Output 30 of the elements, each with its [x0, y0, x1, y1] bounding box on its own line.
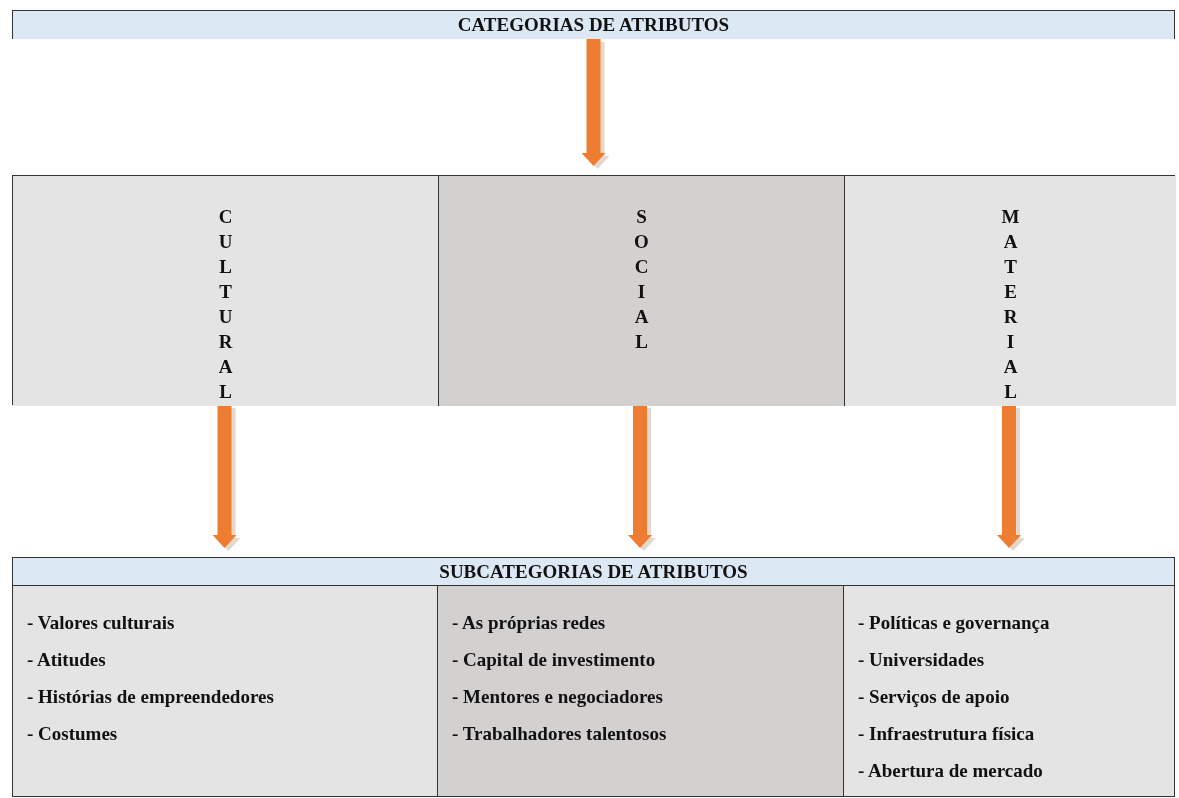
category-row: [12, 175, 1175, 405]
title-bar: [12, 557, 1175, 586]
title-text: CATEGORIAS DE ATRIBUTOS: [457, 14, 730, 36]
title-text: SUBCATEGORIAS DE ATRIBUTOS: [439, 561, 748, 583]
list-item: - Abertura de mercado: [858, 760, 1043, 782]
list-item: - Políticas e governança: [858, 612, 1050, 634]
list-item: - Trabalhadores talentosos: [452, 723, 667, 745]
list-item: - Mentores e negociadores: [452, 686, 663, 708]
category-label: MATERIAL: [1001, 205, 1020, 404]
list-item: - Capital de investimento: [452, 649, 656, 671]
list-item: - Atitudes: [27, 649, 106, 671]
arrow: [212, 405, 237, 549]
arrow: [581, 39, 606, 167]
list-item: - Costumes: [27, 723, 118, 745]
category-column: [438, 176, 844, 406]
list-item: - As próprias redes: [452, 612, 606, 634]
subcategory-cell: [843, 585, 1175, 797]
category-label: CULTURAL: [217, 205, 234, 404]
category-column: [844, 176, 1176, 406]
category-label: SOCIAL: [633, 205, 650, 354]
subcategory-cell: [437, 585, 844, 797]
list-item: - Valores culturais: [27, 612, 175, 634]
arrow: [628, 405, 652, 549]
list-item: - Universidades: [858, 649, 985, 671]
list-item: - Infraestrutura física: [858, 723, 1035, 745]
list-item: - Serviços de apoio: [858, 686, 1010, 708]
title-bar: [12, 10, 1175, 39]
subcategory-cell: [12, 585, 438, 797]
arrow: [997, 405, 1021, 549]
list-item: - Histórias de empreendedores: [27, 686, 274, 708]
